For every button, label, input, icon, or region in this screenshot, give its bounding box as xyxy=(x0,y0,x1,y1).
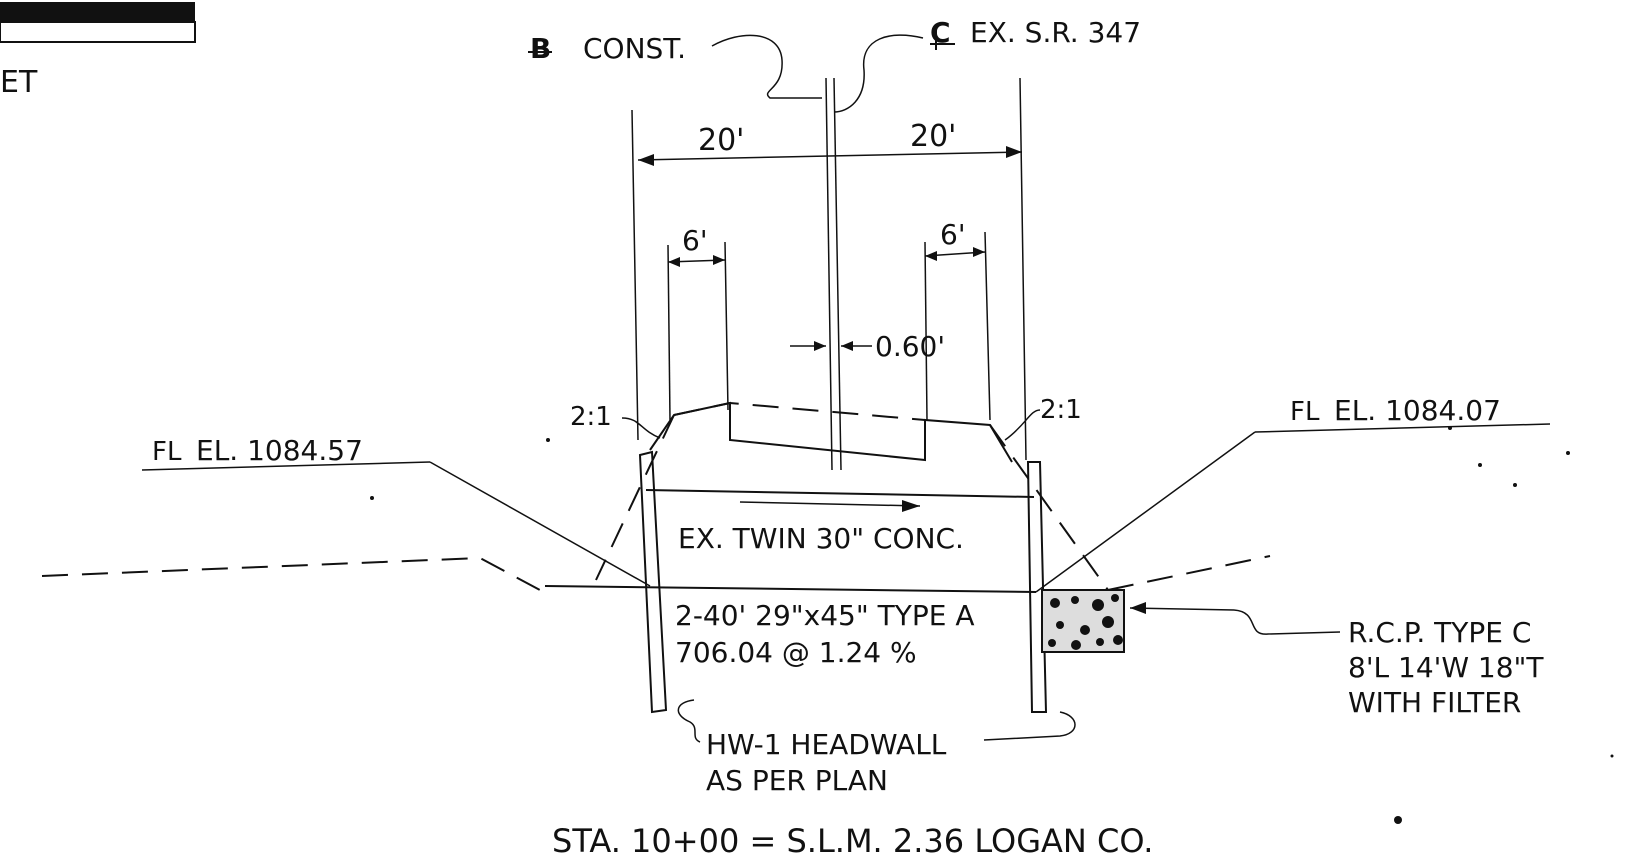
construction-centerline-leader xyxy=(711,34,822,99)
rock-channel-protection xyxy=(1041,589,1125,653)
construction-centerline-text: CONST. xyxy=(583,32,686,65)
rcp-line2: 8'L 14'W 18"T xyxy=(1348,651,1544,684)
centerline-offset-label: 0.60' xyxy=(875,330,945,363)
right-half-width-label: 20' xyxy=(910,119,956,154)
right-flowline-elevation-text: EL. 1084.07 xyxy=(1334,394,1501,427)
proposed-culvert-size: 2-40' 29"x45" TYPE A xyxy=(675,599,974,632)
proposed-culvert-length-slope: 706.04 @ 1.24 % xyxy=(675,636,917,669)
right-flowline-elevation: FL EL. 1084.07 xyxy=(1035,394,1551,593)
existing-ground-right xyxy=(1107,555,1271,591)
headwall-line1: HW-1 HEADWALL xyxy=(706,728,947,761)
existing-ground-left xyxy=(41,556,541,591)
left-extension-line xyxy=(631,109,639,441)
overall-dimension-line xyxy=(637,151,1023,161)
right-embankment-dashed xyxy=(989,424,1109,591)
right-shoulder-label: 6' xyxy=(940,218,966,251)
scale-bar-unit: ET xyxy=(0,65,38,100)
svg-text:B: B xyxy=(530,32,551,65)
headwall-leader-right xyxy=(983,711,1076,741)
existing-culvert-line xyxy=(645,489,1035,498)
existing-culvert-label: EX. TWIN 30" CONC. xyxy=(678,522,964,555)
proposed-culvert-flowline xyxy=(544,585,1037,593)
right-slope-label: 2:1 xyxy=(1040,395,1082,425)
station-note: STA. 10+00 = S.L.M. 2.36 LOGAN CO. xyxy=(552,822,1153,860)
scale-bar: ET xyxy=(0,2,196,100)
rcp-line3: WITH FILTER xyxy=(1348,686,1521,719)
svg-text:FL: FL xyxy=(1290,397,1320,427)
centerline-b xyxy=(833,77,842,471)
left-embankment-dashed xyxy=(595,414,675,581)
left-flowline-elevation: FL EL. 1084.57 xyxy=(141,434,651,587)
left-half-width-label: 20' xyxy=(698,123,744,158)
existing-roadway-dashed xyxy=(673,401,926,421)
svg-text:FL: FL xyxy=(152,437,182,467)
existing-centerline-text: EX. S.R. 347 xyxy=(970,16,1141,49)
left-shoulder-label: 6' xyxy=(682,224,708,257)
headwall-line2: AS PER PLAN xyxy=(706,764,888,797)
left-flowline-elevation-text: EL. 1084.57 xyxy=(196,434,363,467)
rcp-line1: R.C.P. TYPE C xyxy=(1348,616,1531,649)
right-headwall xyxy=(1026,461,1048,713)
construction-centerline-label: B CONST. xyxy=(528,32,686,65)
left-slope-label: 2:1 xyxy=(570,402,612,432)
existing-centerline-label: C EX. S.R. 347 xyxy=(930,16,1141,50)
centerline-a xyxy=(825,77,833,471)
scan-speckles xyxy=(370,426,1614,824)
existing-centerline-leader xyxy=(833,34,924,113)
right-extension-line xyxy=(1019,77,1027,461)
headwall-leader-left xyxy=(677,699,701,743)
left-headwall xyxy=(638,450,668,714)
